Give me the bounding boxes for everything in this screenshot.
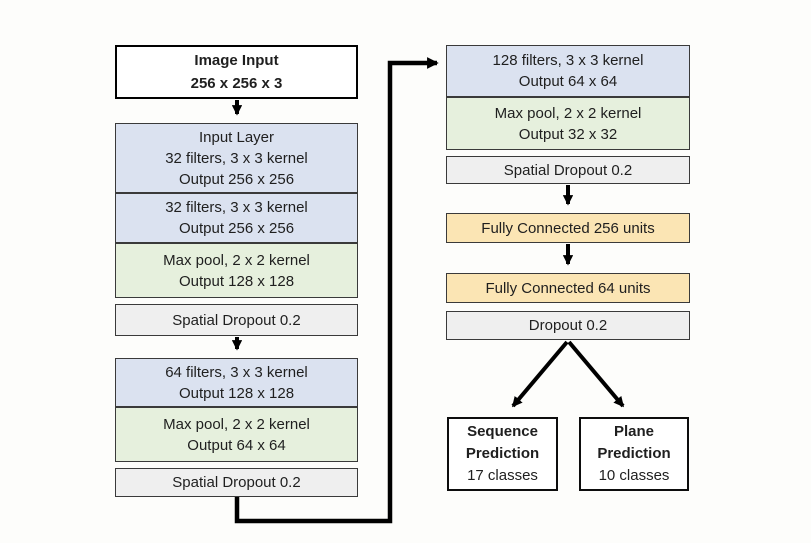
arrow-dropout-to-sequence-prediction: [511, 340, 569, 408]
node-max-pool-3: Max pool, 2 x 2 kernel Output 32 x 32: [446, 97, 690, 150]
node-text-line: Output 256 x 256: [178, 220, 295, 237]
node-text-line: Plane: [613, 423, 655, 440]
node-text-line: 32 filters, 3 x 3 kernel: [165, 199, 308, 216]
node-text-line: Prediction: [597, 445, 671, 462]
node-input-layer-conv-32: Input Layer 32 filters, 3 x 3 kernel Out…: [115, 123, 358, 193]
node-conv-64: 64 filters, 3 x 3 kernel Output 128 x 12…: [115, 358, 358, 407]
node-fully-connected-64: Fully Connected 64 units: [446, 273, 690, 303]
node-dropout: Dropout 0.2: [446, 311, 690, 340]
node-text-line: Output 64 x 64: [518, 73, 618, 90]
node-spatial-dropout-1: Spatial Dropout 0.2: [115, 304, 358, 336]
node-text-line: 128 filters, 3 x 3 kernel: [492, 52, 644, 69]
node-text-line: Prediction: [465, 445, 540, 462]
node-text-line: 64 filters, 3 x 3 kernel: [165, 363, 308, 381]
arrow-dropout-to-plane-prediction: [567, 340, 625, 408]
node-conv-32: 32 filters, 3 x 3 kernel Output 256 x 25…: [115, 193, 358, 243]
node-text-line: Fully Connected 64 units: [485, 279, 651, 297]
node-spatial-dropout-3: Spatial Dropout 0.2: [446, 156, 690, 184]
node-fully-connected-256: Fully Connected 256 units: [446, 213, 690, 243]
node-text-line: 32 filters, 3 x 3 kernel: [165, 149, 308, 167]
node-plane-prediction: Plane Prediction 10 classes: [579, 417, 689, 491]
node-text-line: Spatial Dropout 0.2: [172, 311, 301, 329]
node-text-line: 17 classes: [467, 467, 538, 484]
node-text-line: Max pool, 2 x 2 kernel: [494, 104, 642, 122]
node-text-line: Max pool, 2 x 2 kernel: [163, 415, 310, 433]
node-sequence-prediction: Sequence Prediction 17 classes: [447, 417, 558, 491]
node-text-line: Output 128 x 128: [178, 384, 295, 402]
node-text-line: Max pool, 2 x 2 kernel: [163, 251, 310, 269]
node-text-line: Sequence: [467, 423, 538, 440]
node-text-line: Output 64 x 64: [187, 436, 286, 454]
node-spatial-dropout-2: Spatial Dropout 0.2: [115, 468, 358, 497]
node-text-line: Output 256 x 256: [178, 170, 295, 188]
node-text-line: Fully Connected 256 units: [481, 219, 655, 237]
node-text-line: Input Layer: [198, 128, 275, 146]
node-text-line: 10 classes: [598, 467, 670, 484]
node-text-line: Dropout 0.2: [528, 317, 608, 334]
node-conv-128: 128 filters, 3 x 3 kernel Output 64 x 64: [446, 45, 690, 97]
node-text-line: Spatial Dropout 0.2: [503, 161, 633, 179]
node-text-line: Output 32 x 32: [518, 125, 618, 143]
node-text-line: Image Input: [194, 52, 279, 69]
node-image-input: Image Input 256 x 256 x 3: [115, 45, 358, 99]
node-max-pool-2: Max pool, 2 x 2 kernel Output 64 x 64: [115, 407, 358, 462]
node-text-line: Output 128 x 128: [178, 272, 295, 290]
node-text-line: 256 x 256 x 3: [190, 75, 283, 92]
node-text-line: Spatial Dropout 0.2: [172, 474, 301, 491]
node-max-pool-1: Max pool, 2 x 2 kernel Output 128 x 128: [115, 243, 358, 298]
